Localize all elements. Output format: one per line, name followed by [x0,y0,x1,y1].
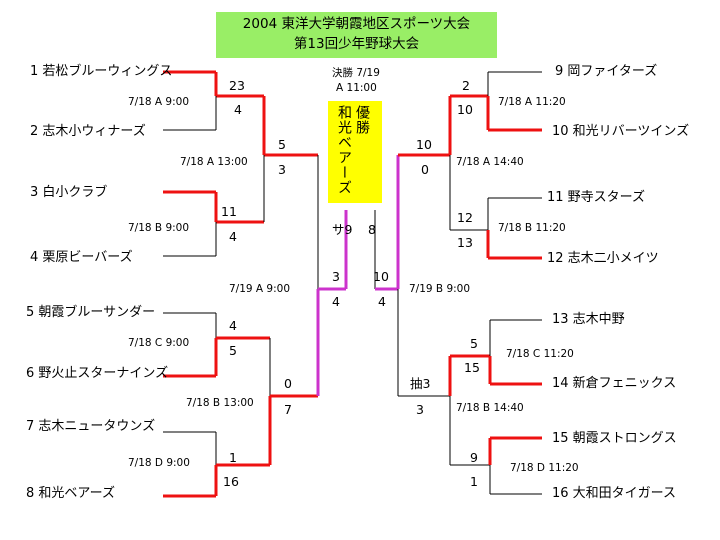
score-r4a: 9 [470,450,478,465]
champion-box: 優勝 和光ベアーズ [328,101,382,203]
schedule-right-4: 7/18 D 11:20 [510,462,579,474]
champion-label: 優勝 [354,105,370,135]
schedule-left-4: 7/18 D 9:00 [128,457,190,469]
left-round1-lines [163,70,270,498]
schedule-right-2: 7/18 B 11:20 [498,222,566,234]
score-l3b: 5 [229,343,237,358]
score-r3b: 15 [464,360,480,375]
score-r2a: 12 [457,210,473,225]
score-l1a: 23 [229,78,245,93]
team-left-2: 2 志木小ウィナーズ [30,124,146,139]
score-l3a: 4 [229,318,237,333]
score-r5a: 10 [416,137,432,152]
score-l4a: 1 [229,450,237,465]
final-score-right: 8 [368,222,376,237]
schedule-right-6: 7/18 B 14:40 [456,402,524,414]
score-l7b: 4 [332,294,340,309]
team-left-5: 5 朝霞ブルーサンダー [26,305,156,320]
team-left-6: 6 野火止スターナインズ [26,366,169,381]
left-semifinal-lines [316,155,346,396]
final-label: 決勝 7/19 [332,67,380,79]
title-line-1: 2004 東洋大学朝霞地区スポーツ大会 [242,16,471,32]
team-right-16: 16 大和田タイガース [552,486,677,501]
score-r4b: 1 [470,474,478,489]
schedule-left-6: 7/18 B 13:00 [186,397,254,409]
schedule-left-5: 7/18 A 13:00 [180,156,248,168]
team-left-7: 7 志木ニュータウンズ [26,419,156,434]
team-right-11: 11 野寺スターズ [547,190,646,205]
score-l5b: 3 [278,162,286,177]
team-right-14: 14 新倉フェニックス [552,376,677,391]
score-l2a: 11 [221,204,237,219]
team-left-4: 4 栗原ビーバーズ [30,250,133,265]
final-score-left: サ9 [332,222,353,237]
score-l2b: 4 [229,229,237,244]
score-r1b: 10 [457,102,473,117]
schedule-left-7: 7/19 A 9:00 [229,283,291,295]
right-semifinal-lines [396,153,450,397]
right-round1-lines [486,71,542,495]
score-r3a: 5 [470,336,478,351]
score-r6a: 抽3 [410,376,431,391]
score-r6b: 3 [416,402,424,417]
score-l1b: 4 [234,102,242,117]
champion-team: 和光ベアーズ [336,105,352,195]
score-r7a: 10 [373,269,389,284]
score-r2b: 13 [457,235,473,250]
team-left-8: 8 和光ベアーズ [26,486,115,501]
title-line-2: 第13回少年野球大会 [293,36,420,52]
score-l4b: 16 [223,474,239,489]
score-l6b: 7 [284,402,292,417]
score-l7a: 3 [332,269,340,284]
team-right-15: 15 朝霞ストロングス [552,431,677,446]
team-right-9: 9 岡ファイターズ [555,64,658,79]
left-round2-lines [262,96,318,465]
schedule-left-1: 7/18 A 9:00 [128,96,190,108]
team-right-12: 12 志木二小メイツ [547,251,659,266]
score-l6a: 0 [284,376,292,391]
score-l5a: 5 [278,137,286,152]
score-r7b: 4 [378,294,386,309]
team-left-3: 3 白小クラブ [30,185,108,200]
schedule-right-5: 7/18 A 14:40 [456,156,524,168]
score-r1a: 2 [462,78,470,93]
team-right-10: 10 和光リバーツインズ [552,124,690,139]
team-right-13: 13 志木中野 [552,312,625,327]
schedule-right-1: 7/18 A 11:20 [498,96,566,108]
schedule-left-3: 7/18 C 9:00 [128,337,190,349]
right-round2-lines [448,94,490,466]
score-r5b: 0 [421,162,429,177]
team-left-1: 1 若松ブルーウィングス [30,64,173,79]
tournament-title: 2004 東洋大学朝霞地区スポーツ大会 第13回少年野球大会 [216,12,497,58]
final-time: A 11:00 [336,82,377,94]
schedule-left-2: 7/18 B 9:00 [128,222,190,234]
final-lines [344,210,398,291]
schedule-right-3: 7/18 C 11:20 [506,348,574,360]
schedule-right-7: 7/19 B 9:00 [409,283,471,295]
